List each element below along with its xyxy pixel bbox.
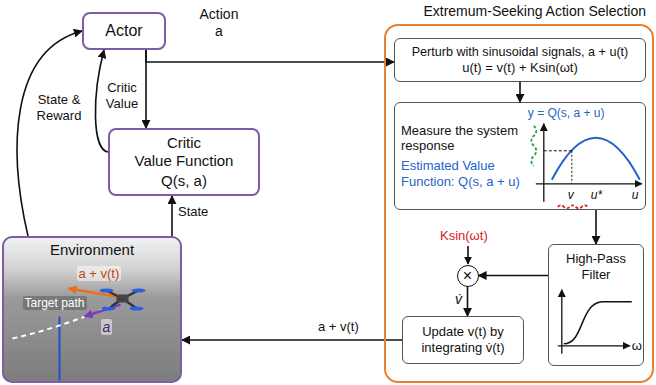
terrain [3, 237, 181, 382]
plot-axis [536, 183, 642, 184]
multiplier-circle: × [457, 265, 479, 287]
process-box: Update v(t) by integrating v̇(t) [402, 316, 524, 364]
connector-arrow [467, 287, 469, 317]
guide-line [544, 150, 572, 151]
plot-axis [561, 290, 562, 354]
process-box: Measure the system responseEstimated Val… [394, 102, 646, 210]
input-wave [558, 205, 588, 208]
extremum-seeking-panel: Extremum-Seeking Action SelectionPerturb… [384, 24, 654, 383]
edge-label: Action a [196, 6, 242, 40]
figure-label: Ksin(ωt) [440, 228, 488, 244]
connector-arrow [146, 50, 394, 62]
node-title: × [463, 268, 472, 284]
node-text: Q(s, a) [161, 172, 207, 190]
figure-label: u [632, 188, 639, 202]
drone-scene [13, 289, 146, 381]
connector-arrow [479, 275, 549, 277]
critic-box: CriticValue FunctionQ(s, a) [108, 128, 260, 196]
figure-label: a [101, 319, 113, 336]
dither-arrow [467, 246, 469, 264]
edge-label: Critic Value [103, 80, 141, 111]
action-arrow [85, 305, 121, 317]
edge-label: a + v(t) [318, 319, 359, 335]
connector-arrow [171, 196, 173, 236]
actor-box: Actor [82, 12, 166, 50]
drone [100, 289, 146, 311]
figure-label: v [568, 188, 574, 202]
node-title: Measure the system response [401, 123, 525, 154]
node-text: Value Function [135, 152, 234, 170]
process-box: Perturb with sinusoidal signals, a + u(t… [394, 38, 646, 82]
node-title: Critic [167, 134, 201, 152]
connector-arrow [182, 339, 402, 341]
node-title: Extremum-Seeking Action Selection [423, 3, 646, 20]
connector-arrow [17, 31, 82, 236]
guide-line [571, 151, 572, 184]
output-wave [531, 126, 536, 166]
figure-label: y = Q(s, a + u) [528, 106, 605, 120]
connector-arrow [145, 50, 147, 128]
node-title: Perturb with sinusoidal signals, a + u(t… [412, 45, 629, 60]
figure-label: Target path [23, 296, 87, 310]
filter-box: High-Pass Filter [548, 244, 644, 366]
plot-axis [543, 124, 544, 202]
value-curve [552, 138, 640, 180]
figure-label: a + v(t) [77, 266, 122, 282]
filter-plot [558, 290, 632, 354]
node-title: Update v(t) by integrating v̇(t) [409, 324, 517, 355]
filter-curve [564, 302, 632, 344]
figure-label: ω [632, 338, 642, 354]
edge-label: State & Reward [32, 92, 86, 123]
node-title: Actor [105, 21, 142, 40]
figure-label: u* [591, 188, 602, 202]
node-title: High-Pass Filter [554, 251, 638, 282]
connector-arrow [519, 82, 521, 102]
plot-axis [558, 345, 630, 346]
node-title: Environment [50, 241, 134, 259]
node-text: Estimated Value Function: Q(s, a + u) [401, 158, 525, 189]
node-text: u(t) = v(t) + Ksin(ωt) [462, 60, 578, 76]
edge-label: v̇ [455, 291, 462, 308]
connector-arrow [595, 210, 597, 244]
value-plot [531, 124, 642, 209]
edge-label: State [178, 204, 208, 220]
